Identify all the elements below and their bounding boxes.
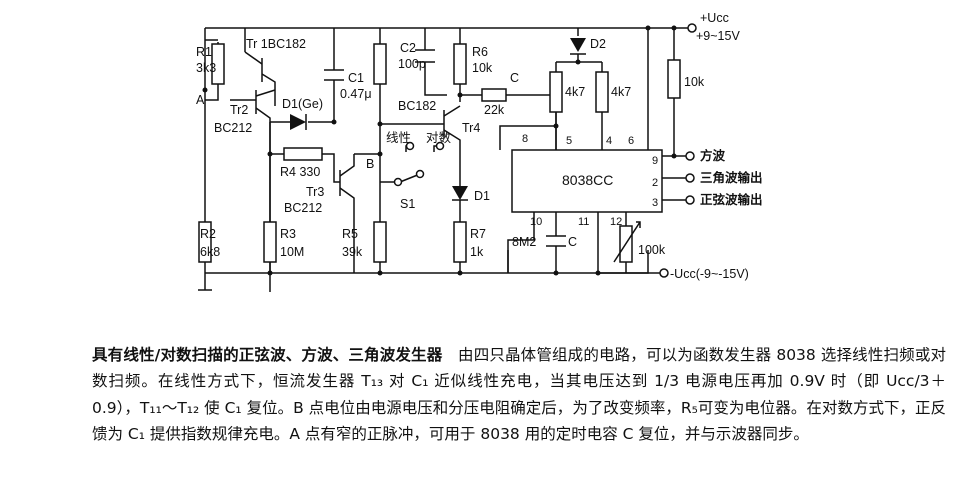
r7-value: 1k (470, 245, 484, 259)
r6-value: 10k (472, 61, 493, 75)
pin9-label: 9 (652, 155, 658, 167)
tr3-type: BC212 (284, 201, 322, 215)
r7-resistor (453, 221, 467, 263)
point-b-label: B (366, 157, 374, 171)
r4k7a-label: 4k7 (565, 85, 585, 99)
c2-cap (415, 49, 435, 63)
tr3-label: Tr3 (306, 185, 324, 199)
d2-label: D2 (590, 37, 606, 51)
r4k7a-resistor (549, 71, 563, 113)
out-triangle-label: 三角波输出 (700, 170, 763, 185)
pin8-label: 8 (522, 133, 528, 145)
ic-8038 (511, 149, 663, 213)
tr2-label: Tr2 (230, 103, 248, 117)
r2-resistor (198, 221, 212, 263)
r2-value: 6k8 (200, 245, 220, 259)
wires (198, 27, 690, 292)
tr2-type: BC212 (214, 121, 252, 135)
c-timing-label: C (568, 235, 577, 249)
ucc-neg-label: -Ucc(-9~-15V) (670, 267, 749, 281)
c-timing-cap (546, 235, 566, 247)
r4-resistor (283, 147, 323, 161)
ucc-pos-label: +Ucc (700, 11, 729, 25)
r1-resistor (211, 43, 225, 85)
d1ge-label: D1(Ge) (282, 97, 323, 111)
r5-label: R5 (342, 227, 358, 241)
r10k-label: 10k (684, 75, 705, 89)
out-sine-label: 正弦波输出 (700, 192, 763, 207)
r5-resistor (373, 221, 387, 263)
circuit-schematic: +Ucc +9~15V R1 3k3 Tr 1BC182 A Tr2 BC212… (196, 11, 763, 292)
r1-label: R1 (196, 45, 212, 59)
r3-resistor (263, 221, 277, 263)
resistors (198, 43, 681, 263)
pin4-label: 4 (606, 135, 612, 147)
bc182-label: BC182 (398, 99, 436, 113)
caption-body: 由四只晶体管组成的电路，可以为函数发生器 8038 选择线性扫频或对数扫频。在线… (92, 346, 946, 444)
r22k-label: 22k (484, 103, 505, 117)
ucc-pos-range-label: +9~15V (696, 29, 740, 43)
d1-label: D1 (474, 189, 490, 203)
r4-label: R4 330 (280, 165, 320, 179)
terminals (393, 23, 697, 278)
c1-value: 0.47μ (340, 87, 372, 101)
r2-label: R2 (200, 227, 216, 241)
c1-cap (324, 69, 344, 81)
d1-diode (452, 186, 468, 200)
pin2-label: 2 (652, 177, 658, 189)
r1-value: 3k3 (196, 61, 216, 75)
capacitors (324, 49, 566, 247)
r3-label: R3 (280, 227, 296, 241)
figure-caption: 具有线性/对数扫描的正弦波、方波、三角波发生器 由四只晶体管组成的电路，可以为函… (92, 342, 946, 448)
s1-label: S1 (400, 197, 415, 211)
pin3-label: 3 (652, 197, 658, 209)
r4k7b-resistor (595, 71, 609, 113)
tr4-label: Tr4 (462, 121, 480, 135)
log-label: 对数 (426, 130, 452, 145)
component-labels: +Ucc +9~15V R1 3k3 Tr 1BC182 A Tr2 BC212… (196, 11, 763, 281)
r3-value: 10M (280, 245, 304, 259)
pin10-label: 10 (530, 216, 542, 228)
pin11-label: 11 (578, 216, 589, 228)
diodes (290, 38, 586, 201)
c2-label: C2 (400, 41, 416, 55)
c2-value: 100p (398, 57, 426, 71)
r6-resistor (453, 43, 467, 85)
r22k-resistor (481, 88, 507, 102)
ic-label: 8038CC (562, 172, 613, 188)
caption-title: 具有线性/对数扫描的正弦波、方波、三角波发生器 (92, 346, 443, 364)
tr1-label: Tr 1BC182 (246, 37, 306, 51)
r6-label: R6 (472, 45, 488, 59)
d1ge-diode (290, 114, 306, 130)
r10k-resistor (667, 59, 681, 99)
pin12-label: 12 (610, 216, 622, 228)
cap-c-label: C (510, 71, 519, 85)
point-a-label: A (196, 93, 205, 107)
r8m2-label: 8M2 (512, 235, 536, 249)
r5-value: 39k (342, 245, 363, 259)
pin5-label: 5 (566, 135, 572, 147)
linear-label: 线性 (386, 131, 411, 145)
r7-label: R7 (470, 227, 486, 241)
junctions (202, 25, 677, 276)
out-square-label: 方波 (700, 148, 726, 163)
pot-100k-label: 100k (638, 243, 666, 257)
pin6-label: 6 (628, 135, 634, 147)
c1-label: C1 (348, 71, 364, 85)
r-top-resistor (373, 43, 387, 85)
d2-diode (570, 38, 586, 52)
r4k7b-label: 4k7 (611, 85, 631, 99)
